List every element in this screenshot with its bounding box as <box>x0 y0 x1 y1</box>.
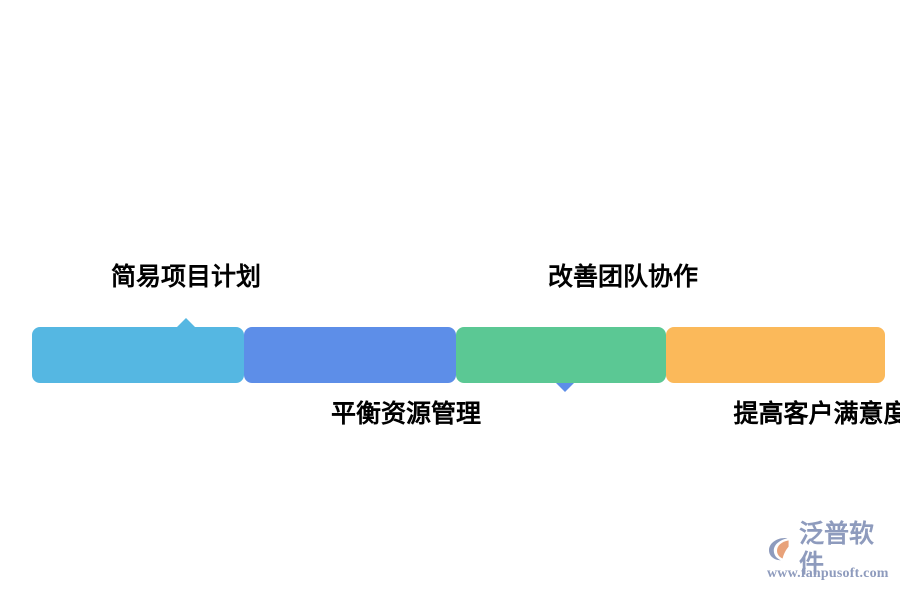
watermark-brand-name: 泛普软件 <box>799 519 875 578</box>
watermark-brand-row: 泛普软件 <box>766 519 892 578</box>
watermark-url: www.fanpusoft.com <box>767 566 889 581</box>
bar-segment-1[interactable] <box>32 318 244 383</box>
segment-label-3: 改善团队协作 <box>547 262 699 291</box>
fanpu-logo-icon <box>766 534 796 564</box>
segment-label-2: 平衡资源管理 <box>330 399 482 428</box>
bar-segment-3[interactable] <box>456 327 666 383</box>
pointer-arrow-up-1 <box>177 318 195 327</box>
pointer-arrow-down-2 <box>556 383 574 392</box>
segmented-process-bar <box>32 318 885 392</box>
segment-label-4: 提高客户满意度 <box>733 399 900 428</box>
watermark-logo: 泛普软件 www.fanpusoft.com <box>766 519 892 583</box>
bar-segment-2[interactable] <box>244 327 574 392</box>
segment-label-1: 简易项目计划 <box>110 262 262 291</box>
bar-segment-4[interactable] <box>666 327 885 383</box>
